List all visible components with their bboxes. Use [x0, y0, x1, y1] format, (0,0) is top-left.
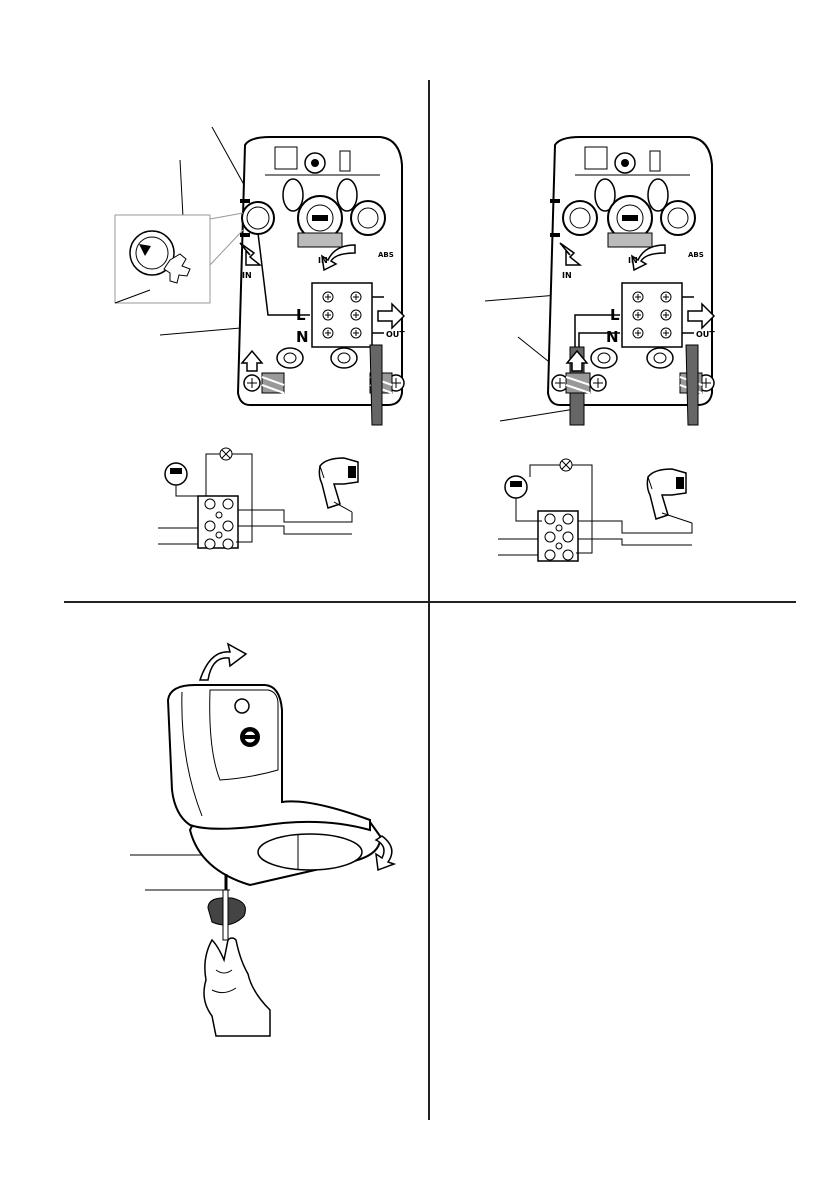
rotation-arrow-icon	[200, 644, 246, 680]
lamp-icon	[560, 459, 572, 471]
schematic-left	[158, 440, 378, 560]
terminal-n-label: N	[606, 328, 619, 346]
out-label: OUT	[386, 330, 405, 339]
in-label-right: IN	[318, 256, 328, 265]
abs-label: ABS	[378, 251, 394, 259]
schematic-right	[498, 455, 718, 575]
in-label-left: IN	[242, 271, 252, 280]
hair-dryer-icon	[319, 458, 358, 512]
in-label-left: IN	[562, 271, 572, 280]
hair-dryer-icon	[647, 469, 692, 523]
lamp-icon	[220, 448, 232, 460]
out-label: OUT	[696, 330, 715, 339]
in-label-right: IN	[628, 256, 638, 265]
mounting-illustration	[120, 640, 430, 1040]
terminal-n-label: N	[296, 328, 309, 346]
abs-label: ABS	[688, 251, 704, 259]
horizontal-divider	[64, 601, 796, 603]
hand-screwdriver-icon	[204, 938, 270, 1036]
rotation-arrow-icon	[376, 836, 394, 870]
